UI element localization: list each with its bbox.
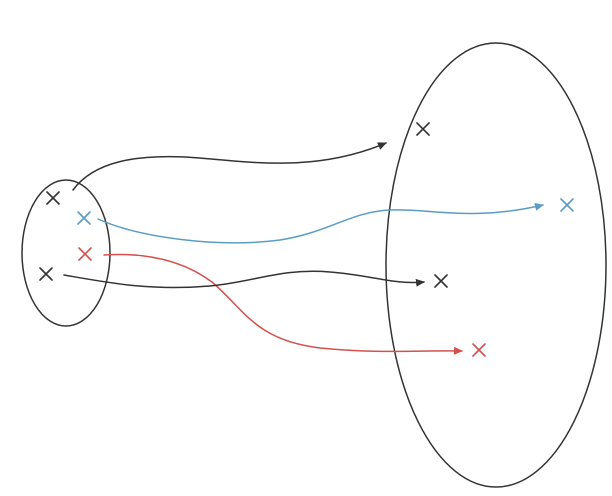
target-point-t3 [434, 274, 448, 288]
target-set [385, 42, 607, 488]
target-point-t4 [472, 343, 486, 357]
mapping-arrow-s2-t2 [97, 202, 544, 244]
mapping-arrow-s3-t4 [103, 253, 463, 355]
source-point-s1 [46, 191, 60, 205]
source-set [21, 179, 111, 327]
target-point-t2 [560, 198, 574, 212]
mapping-arrow-s4-t3 [63, 270, 425, 289]
mapping-arrow-s1-t1 [72, 142, 387, 191]
source-point-s2 [77, 211, 91, 225]
target-point-t1 [416, 122, 430, 136]
source-point-s4 [39, 267, 53, 281]
source-point-s3 [78, 247, 92, 261]
